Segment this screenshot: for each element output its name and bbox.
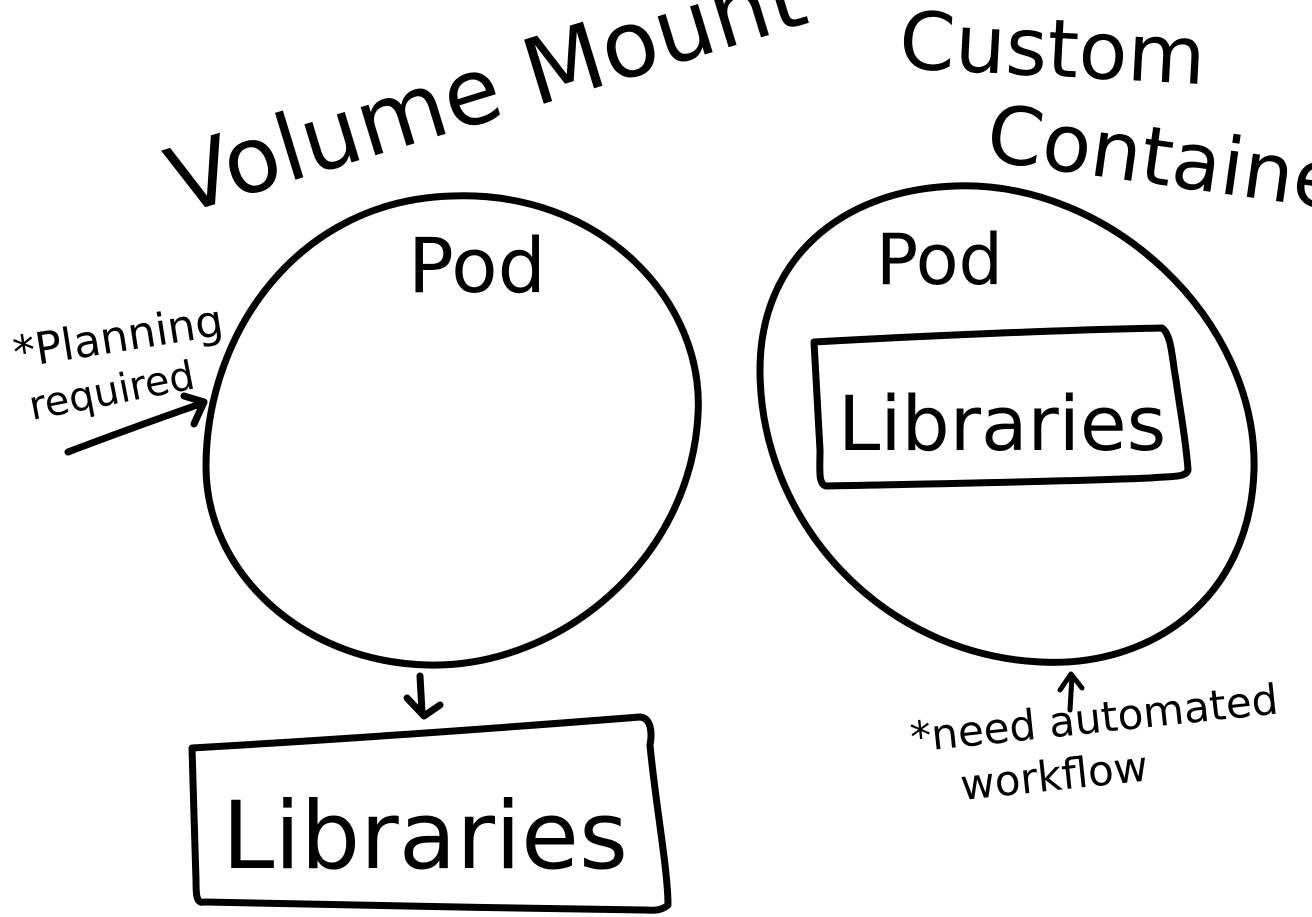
volume-mount-title: Volume Mount bbox=[155, 0, 817, 236]
left-pod-circle bbox=[202, 192, 702, 669]
right-pod-circle bbox=[756, 182, 1258, 666]
custom-container-group: Custom Container Pod Libraries *need aut… bbox=[756, 0, 1312, 810]
left-down-arrow bbox=[403, 672, 444, 720]
right-libraries-label: Libraries bbox=[838, 379, 1166, 468]
right-libraries-box bbox=[810, 324, 1192, 490]
left-pod-label: Pod bbox=[408, 221, 546, 310]
custom-container-title-line1: Custom bbox=[897, 0, 1208, 103]
workflow-up-arrow bbox=[1057, 671, 1085, 713]
left-libraries-label: Libraries bbox=[222, 782, 628, 891]
right-pod-label: Pod bbox=[876, 219, 1003, 301]
custom-container-title-line2: Container bbox=[981, 87, 1312, 234]
planning-arrow bbox=[64, 392, 208, 456]
left-libraries-box bbox=[188, 713, 672, 914]
volume-mount-group: Volume Mount Pod Libraries *Planning req… bbox=[10, 0, 817, 914]
